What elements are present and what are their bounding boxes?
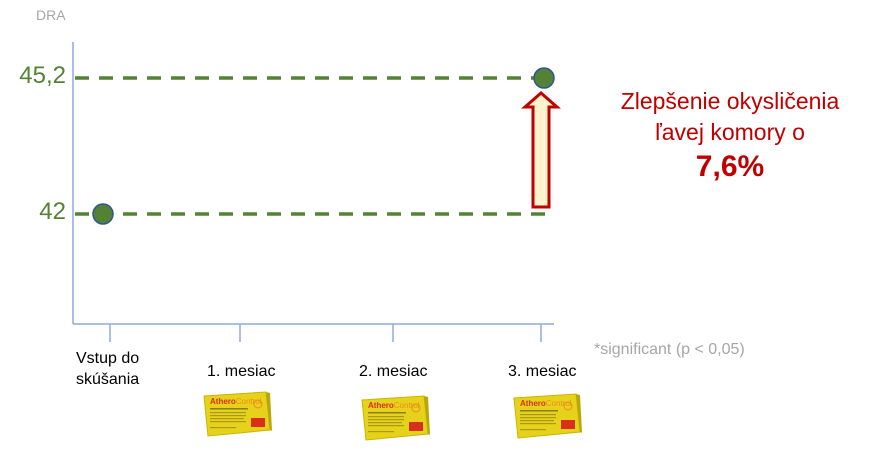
svg-text:AtheroControl: AtheroControl <box>368 401 420 410</box>
x-tick-label-entry-line2: skúšania <box>76 371 140 388</box>
x-tick-label-entry-line1: Vstup do <box>76 350 140 367</box>
data-point-3 <box>533 67 555 89</box>
annotation-line-1: Zlepšenie okysličenia <box>620 88 840 114</box>
annotation-line-2: ľavej komory o <box>655 119 805 145</box>
product-box-image-month-3: AtheroControl <box>512 392 582 440</box>
annotation-value: 7,6% <box>695 150 765 183</box>
improvement-arrow <box>521 91 561 209</box>
x-tick-label-month-2: 2. mesiac <box>359 363 428 380</box>
y-tick-label-45-2: 45,2 <box>19 62 66 89</box>
data-point-0 <box>92 203 114 225</box>
y-tick-label-42: 42 <box>39 198 66 225</box>
improvement-annotation: Zlepšenie okysličenia ľavej komory o 7,6… <box>590 86 870 182</box>
x-tick-label-entry: Vstup do skúšania <box>76 348 139 390</box>
svg-text:AtheroControl: AtheroControl <box>210 397 262 406</box>
svg-text:AtheroControl: AtheroControl <box>520 399 572 408</box>
y-axis-unit-label: DRA <box>36 7 66 23</box>
x-tick-label-month-3: 3. mesiac <box>508 363 577 380</box>
x-tick-label-month-1: 1. mesiac <box>207 363 276 380</box>
product-box-image-month-2: AtheroControl <box>360 394 430 442</box>
product-box-image-month-1: AtheroControl <box>202 390 272 438</box>
significance-footnote: *significant (p < 0,05) <box>594 341 745 358</box>
